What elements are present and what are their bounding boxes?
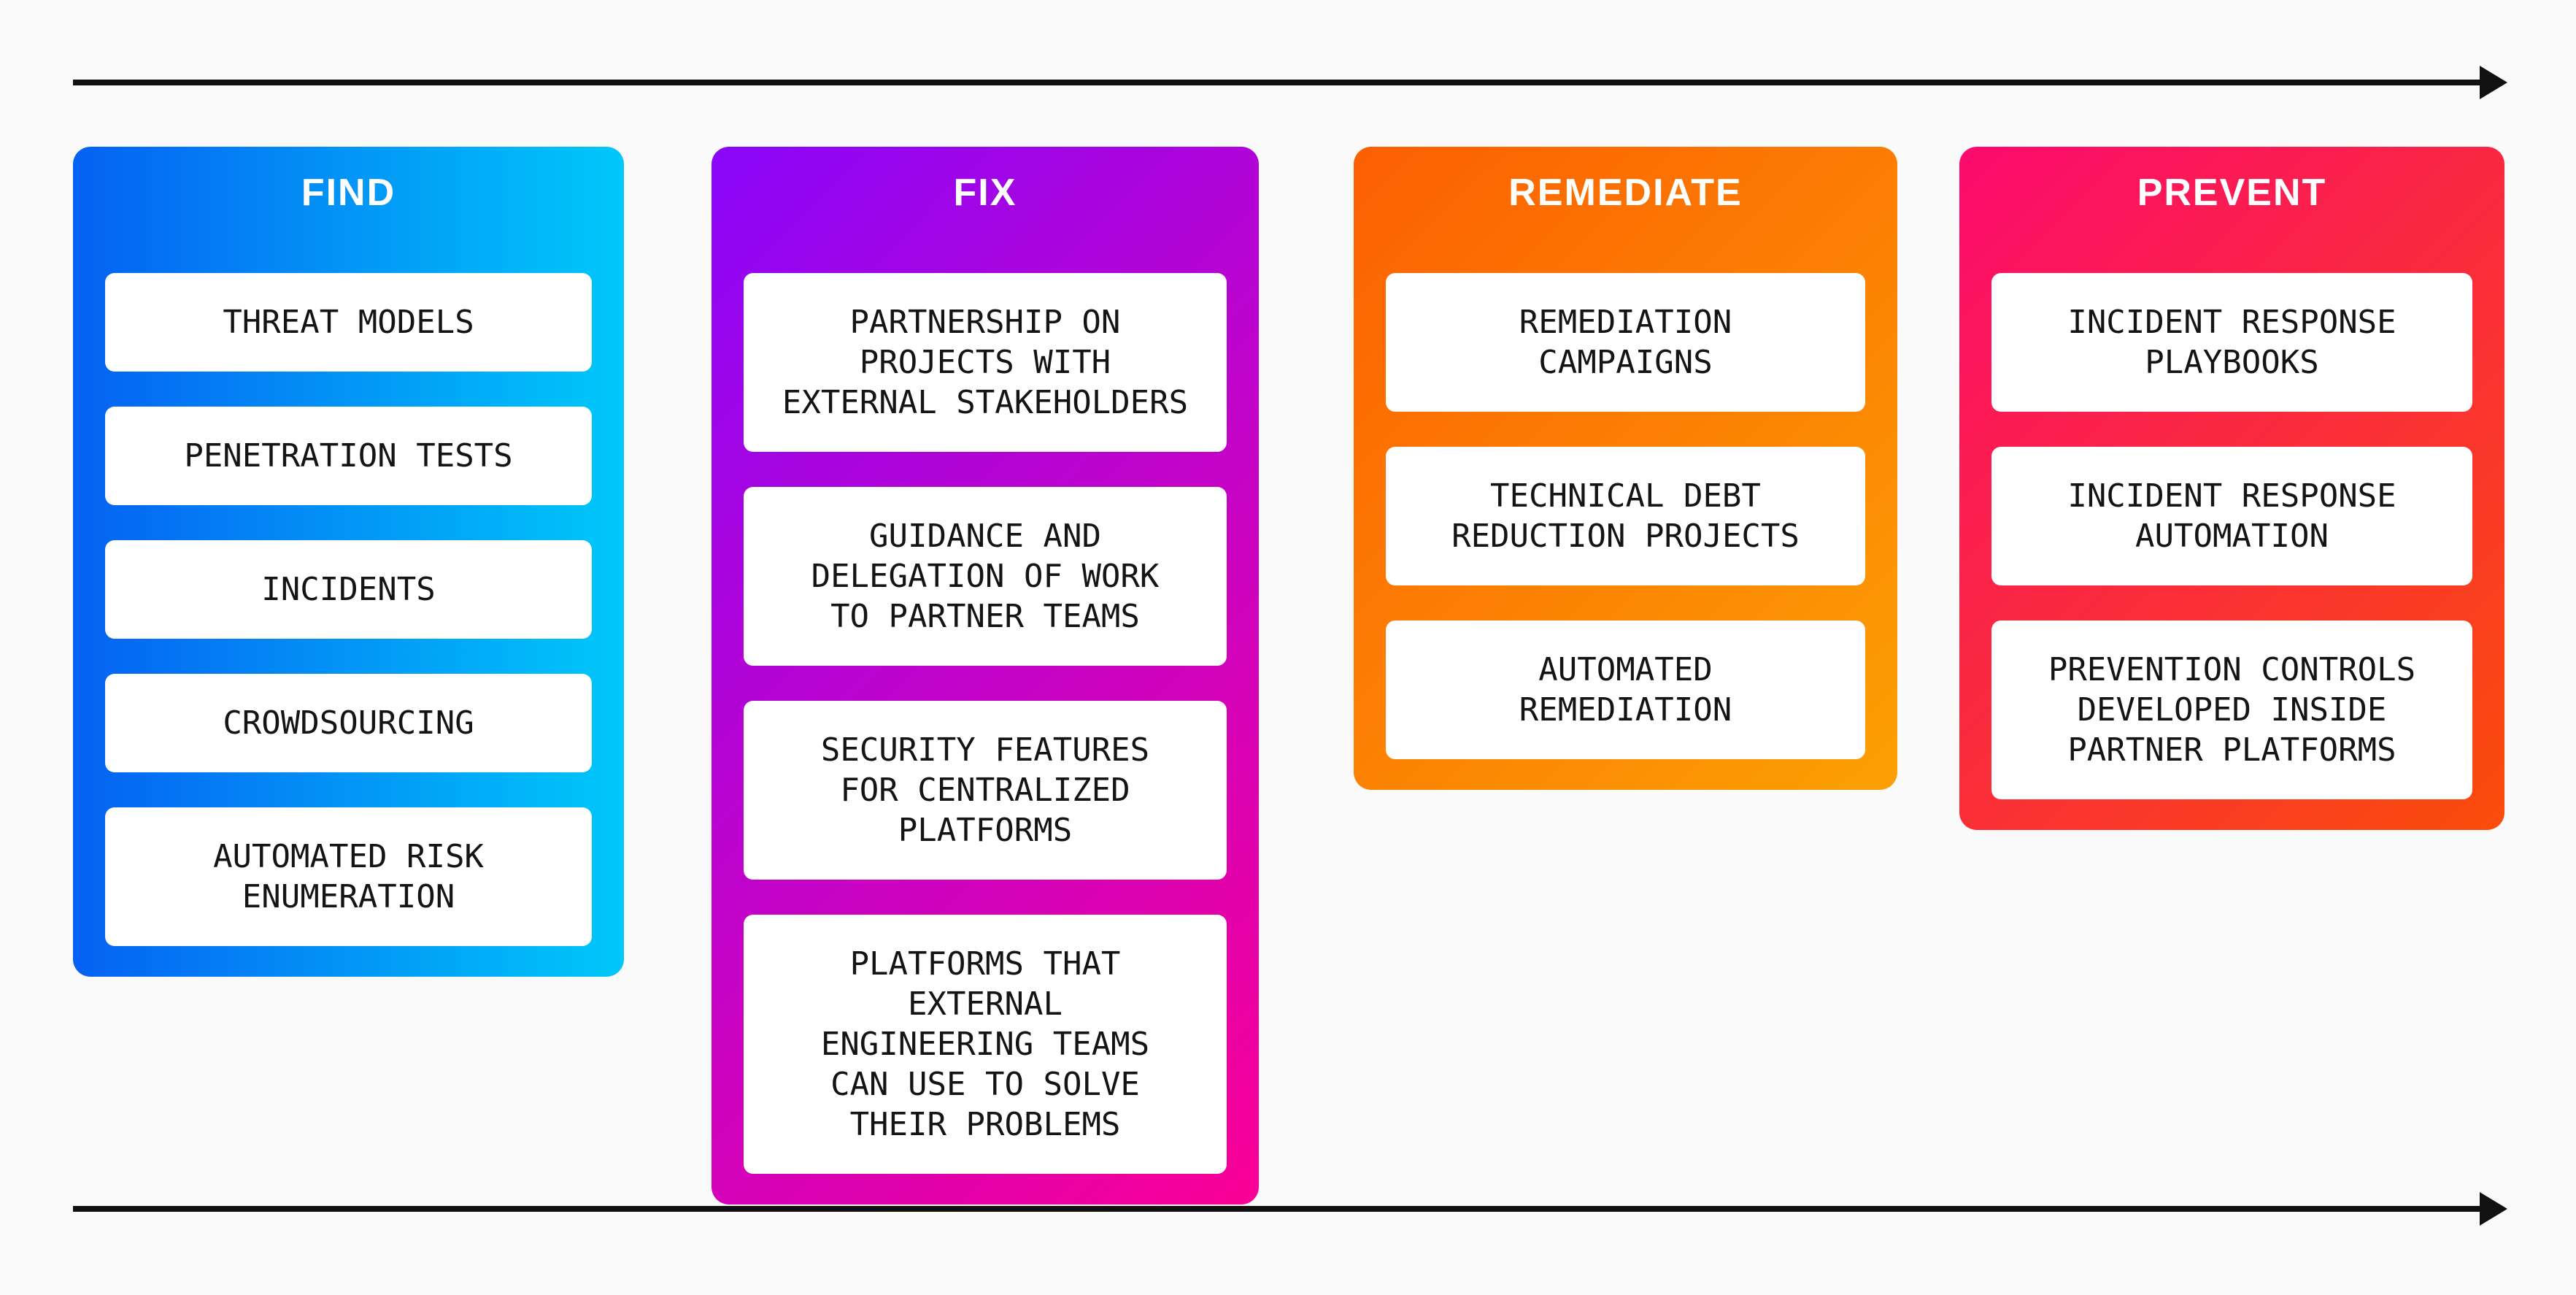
item-label: SECURITY FEATURES FOR CENTRALIZED PLATFO…	[820, 731, 1150, 849]
right-arrowhead-icon	[2480, 66, 2507, 99]
item-card: GUIDANCE AND DELEGATION OF WORK TO PARTN…	[744, 487, 1227, 666]
column-remediate-title: REMEDIATE	[1508, 171, 1743, 214]
column-fix: FIX PARTNERSHIP ON PROJECTS WITH EXTERNA…	[712, 147, 1259, 1204]
right-arrowhead-icon	[2480, 1192, 2507, 1226]
item-label: TECHNICAL DEBT REDUCTION PROJECTS	[1451, 477, 1800, 555]
item-card: AUTOMATED REMEDIATION	[1386, 620, 1865, 759]
item-card: PENETRATION TESTS	[105, 407, 592, 505]
item-label: PENETRATION TESTS	[184, 437, 513, 474]
item-card: PREVENTION CONTROLS DEVELOPED INSIDE PAR…	[1991, 620, 2472, 799]
item-card: REMEDIATION CAMPAIGNS	[1386, 273, 1865, 412]
item-label: REMEDIATION CAMPAIGNS	[1519, 304, 1732, 381]
column-fix-title: FIX	[953, 171, 1017, 214]
item-card: TECHNICAL DEBT REDUCTION PROJECTS	[1386, 447, 1865, 585]
item-label: INCIDENT RESPONSE AUTOMATION	[2067, 477, 2396, 555]
item-label: INCIDENTS	[261, 571, 436, 608]
item-label: PREVENTION CONTROLS DEVELOPED INSIDE PAR…	[2048, 651, 2416, 769]
item-card: INCIDENT RESPONSE AUTOMATION	[1991, 447, 2472, 585]
column-find-title: FIND	[301, 171, 396, 214]
item-card: PARTNERSHIP ON PROJECTS WITH EXTERNAL ST…	[744, 273, 1227, 452]
item-label: INCIDENT RESPONSE PLAYBOOKS	[2067, 304, 2396, 381]
item-label: CROWDSOURCING	[223, 704, 474, 742]
item-card: INCIDENTS	[105, 540, 592, 639]
item-label: PLATFORMS THAT EXTERNAL ENGINEERING TEAM…	[820, 945, 1150, 1143]
column-prevent: PREVENT INCIDENT RESPONSE PLAYBOOKS INCI…	[1959, 147, 2504, 830]
item-card: SECURITY FEATURES FOR CENTRALIZED PLATFO…	[744, 701, 1227, 880]
item-label: PARTNERSHIP ON PROJECTS WITH EXTERNAL ST…	[782, 304, 1189, 421]
item-label: AUTOMATED REMEDIATION	[1519, 651, 1732, 729]
column-find: FIND THREAT MODELS PENETRATION TESTS INC…	[73, 147, 624, 977]
column-remediate: REMEDIATE REMEDIATION CAMPAIGNS TECHNICA…	[1354, 147, 1897, 790]
item-card: AUTOMATED RISK ENUMERATION	[105, 807, 592, 946]
column-prevent-title: PREVENT	[2137, 171, 2327, 214]
item-card: INCIDENT RESPONSE PLAYBOOKS	[1991, 273, 2472, 412]
item-card: CROWDSOURCING	[105, 674, 592, 772]
bottom-flow-arrow-line	[73, 1206, 2481, 1212]
item-card: PLATFORMS THAT EXTERNAL ENGINEERING TEAM…	[744, 915, 1227, 1174]
item-label: THREAT MODELS	[223, 304, 474, 341]
item-card: THREAT MODELS	[105, 273, 592, 372]
item-label: GUIDANCE AND DELEGATION OF WORK TO PARTN…	[811, 518, 1160, 635]
top-flow-arrow-line	[73, 80, 2481, 85]
item-label: AUTOMATED RISK ENUMERATION	[213, 838, 484, 915]
